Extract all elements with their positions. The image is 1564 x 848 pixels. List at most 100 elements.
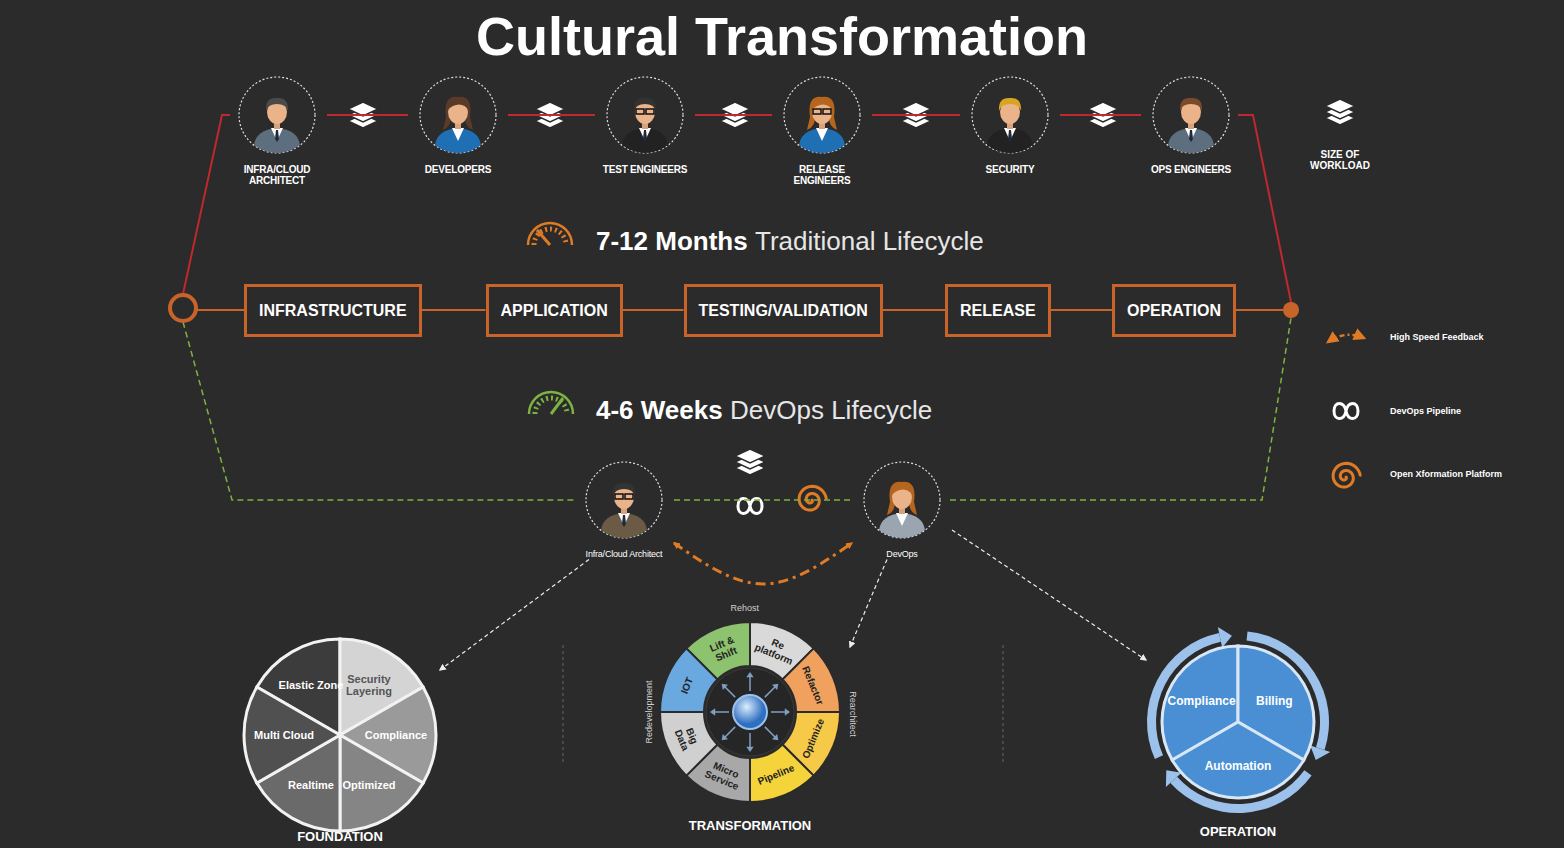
role-circle [420, 77, 496, 153]
role-node: DEVELOPERS [408, 75, 508, 176]
chart-segment: Multi Cloud [249, 729, 319, 741]
diagram-label: SIZE OF WORKLOAD [1305, 149, 1375, 171]
chart-segment-text: Elastic Zone [276, 679, 346, 691]
shirt [271, 128, 283, 141]
label-holder: Redevelopment [644, 680, 654, 743]
avatar [1153, 77, 1229, 153]
hub-arrowhead [746, 747, 753, 752]
gauge-icon [528, 223, 572, 245]
hair [891, 484, 913, 496]
avatar [784, 77, 860, 153]
role-icon [418, 75, 498, 155]
role-node: Infra/Cloud Architect [574, 460, 674, 559]
label-holder: 4-6 Weeks [596, 396, 723, 425]
chart-segment-text: Compliance [361, 729, 431, 741]
role-circle [586, 462, 662, 538]
tie [643, 130, 647, 142]
diagram-label: Rearchitect [847, 691, 857, 737]
connector [695, 114, 772, 116]
hub-arrowhead [722, 684, 728, 690]
hub [706, 668, 794, 756]
suit [799, 128, 845, 153]
role-node-text: RELEASE ENGINEERS [772, 165, 872, 186]
chart-segment: Compliance [361, 729, 431, 741]
hair [447, 99, 469, 111]
diagram-label: Redevelopment [644, 680, 654, 743]
hub-arrow [749, 676, 751, 691]
connector [440, 559, 589, 670]
traditional-line [183, 115, 230, 294]
tie [1189, 130, 1193, 142]
stage-box: INFRASTRUCTURE [244, 284, 422, 337]
role-circle [607, 77, 683, 153]
label-holder: Traditional Lifecycle [755, 227, 984, 256]
avatar [420, 77, 496, 153]
role-node: TEST ENGINEERS [595, 75, 695, 176]
avatar [864, 462, 940, 538]
spiral-stroke [1333, 463, 1360, 487]
diagram-label: Rehost [731, 604, 760, 614]
cycle-arrowhead [1218, 627, 1232, 648]
role-circle [972, 77, 1048, 153]
chart-segment: Compliance [1164, 695, 1240, 708]
chart-node: FOUNDATIONElastic ZoneSecurity LayeringC… [240, 635, 440, 844]
suit [879, 513, 925, 538]
role-icon [782, 75, 862, 155]
chart-node: TRANSFORMATIONLift & ShiftRe platformRef… [650, 602, 850, 833]
chart-segment-text: Realtime [276, 779, 346, 791]
role-node-text: OPS ENGINEERS [1141, 165, 1241, 176]
chart-node-text: OPERATION [1146, 824, 1330, 839]
devops-line [950, 318, 1291, 500]
glasses [636, 109, 644, 114]
diagram-title: Cultural Transformation [0, 0, 1564, 68]
chart-segment: Optimized [334, 779, 404, 791]
connector [1051, 309, 1112, 311]
role-node: INFRA/CLOUD ARCHITECT [227, 75, 327, 186]
glasses [823, 109, 831, 114]
hair [266, 98, 288, 111]
chart-shape [244, 639, 436, 831]
connector [422, 309, 486, 311]
chart-node-text: TRANSFORMATION [650, 818, 850, 833]
glasses [813, 109, 821, 114]
diagram-label: 7-12 Months [596, 227, 748, 256]
hub-arrowhead [772, 684, 778, 690]
legend-text: Open Xformation Platform [1390, 469, 1502, 479]
chart-segment-text: Optimized [334, 779, 404, 791]
avatar [607, 77, 683, 153]
connector [883, 309, 945, 311]
gauge-icon [529, 392, 573, 414]
chart-segment-text: Billing [1236, 695, 1312, 708]
divider [1003, 645, 1004, 765]
stage-box-text: OPERATION [1127, 301, 1221, 320]
role-node: OPS ENGINEERS [1141, 75, 1241, 176]
hair [1180, 98, 1202, 111]
legend-holder: Open Xformation Platform [1390, 469, 1502, 479]
hub-arrow [771, 711, 786, 713]
hub-arrowhead [722, 734, 728, 740]
connector [674, 499, 852, 501]
label-holder: DevOps Lifecycle [730, 396, 932, 425]
segment-shape [244, 687, 340, 783]
role-icon [605, 75, 685, 155]
role-circle [864, 462, 940, 538]
hub-arrowhead [710, 708, 715, 715]
hub-arrowhead [772, 734, 778, 740]
chart-segment-text: Compliance [1164, 695, 1240, 708]
role-icon [237, 75, 317, 155]
chart-node-text: FOUNDATION [240, 829, 440, 844]
connector [1060, 114, 1141, 116]
role-node-text: SECURITY [960, 165, 1060, 176]
segment-shape [1172, 722, 1304, 798]
divider [563, 645, 564, 765]
hair [443, 97, 473, 130]
platform-spiral [799, 486, 826, 510]
diagram-label: Traditional Lifecycle [755, 227, 984, 256]
shirt [1004, 128, 1016, 141]
stage-box-text: RELEASE [960, 301, 1036, 320]
cycle-arrowhead [1310, 745, 1330, 759]
chart-shape [1147, 627, 1330, 813]
hair [887, 482, 917, 515]
suit [254, 128, 300, 153]
shirt [639, 128, 651, 141]
